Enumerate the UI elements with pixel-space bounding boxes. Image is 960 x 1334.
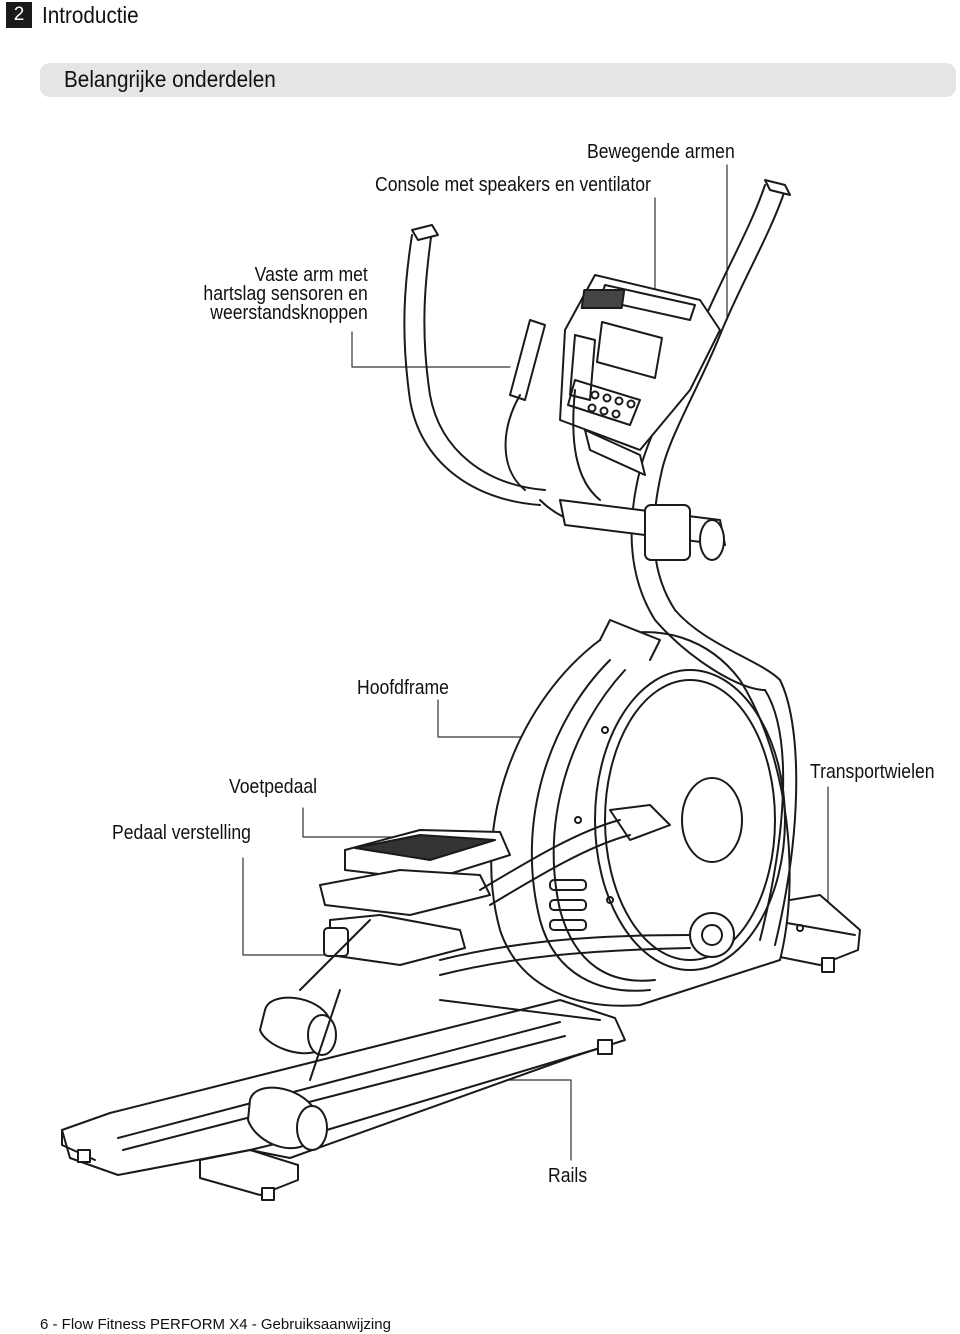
label-main-frame: Hoofdframe [357,677,449,699]
leader-lines [242,164,829,1161]
section-number: 2 [6,2,32,28]
section-header: 2 Introductie [0,0,149,30]
label-foot-pedal: Voetpedaal [229,776,318,798]
rails-base [61,999,626,1201]
label-transport-wheels: Transportwielen [810,761,935,783]
fixed-arm [504,319,726,561]
label-moving-arms: Bewegende armen [587,141,735,163]
label-fixed-arm: Vaste arm met hartslag sensoren en weers… [203,264,368,324]
label-pedal-adjustment: Pedaal verstelling [112,822,251,844]
roller-wheels [247,919,371,1151]
subheading: Belangrijke onderdelen [64,66,276,92]
label-rails: Rails [548,1165,588,1187]
section-title: Introductie [42,1,139,28]
label-console: Console met speakers en ventilator [375,174,651,196]
page-footer: 6 - Flow Fitness PERFORM X4 - Gebruiksaa… [40,1316,391,1333]
console [559,274,721,476]
subheading-band: Belangrijke onderdelen [40,63,956,97]
pedals [319,804,735,976]
